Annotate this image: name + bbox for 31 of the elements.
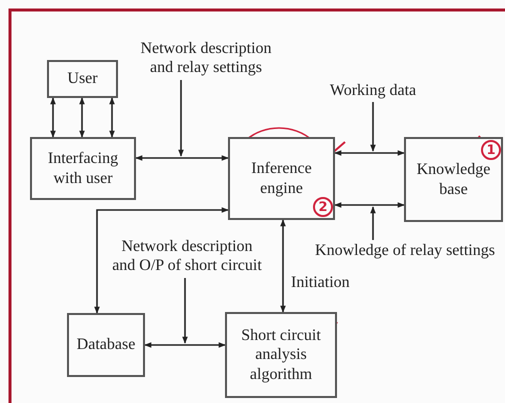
arrow bbox=[334, 202, 405, 208]
box-label: User bbox=[66, 69, 99, 89]
arrow bbox=[182, 278, 188, 344]
arrow bbox=[144, 342, 226, 348]
box-label: Interfacing with user bbox=[46, 149, 120, 188]
arrow bbox=[334, 150, 405, 156]
arrow bbox=[94, 207, 229, 314]
process-box bbox=[228, 137, 335, 220]
arrow bbox=[370, 206, 376, 240]
process-box bbox=[225, 312, 337, 398]
box-label: Knowledge base bbox=[416, 160, 492, 199]
arrow bbox=[79, 97, 85, 138]
process-box bbox=[404, 137, 503, 222]
arrow bbox=[135, 155, 229, 161]
arrow bbox=[178, 80, 184, 157]
box-label: Database bbox=[76, 335, 136, 355]
box-label: Inference engine bbox=[250, 159, 313, 198]
arrow bbox=[370, 102, 376, 152]
process-box bbox=[30, 137, 136, 200]
process-box bbox=[47, 60, 118, 98]
circled-number: 1 bbox=[481, 140, 501, 160]
circled-number: 2 bbox=[313, 197, 333, 217]
arrow bbox=[50, 97, 56, 138]
annotation-text: Network description and relay settings bbox=[128, 36, 284, 80]
annotation-text: Network description and O/P of short circuit bbox=[112, 234, 262, 278]
annotation-text: Working data bbox=[318, 80, 428, 102]
arrow bbox=[280, 219, 286, 313]
process-box bbox=[67, 313, 145, 377]
arrow bbox=[109, 97, 115, 138]
annotation-text: Knowledge of relay settings bbox=[305, 240, 505, 262]
box-label: Short circuit analysis algorithm bbox=[240, 326, 322, 384]
